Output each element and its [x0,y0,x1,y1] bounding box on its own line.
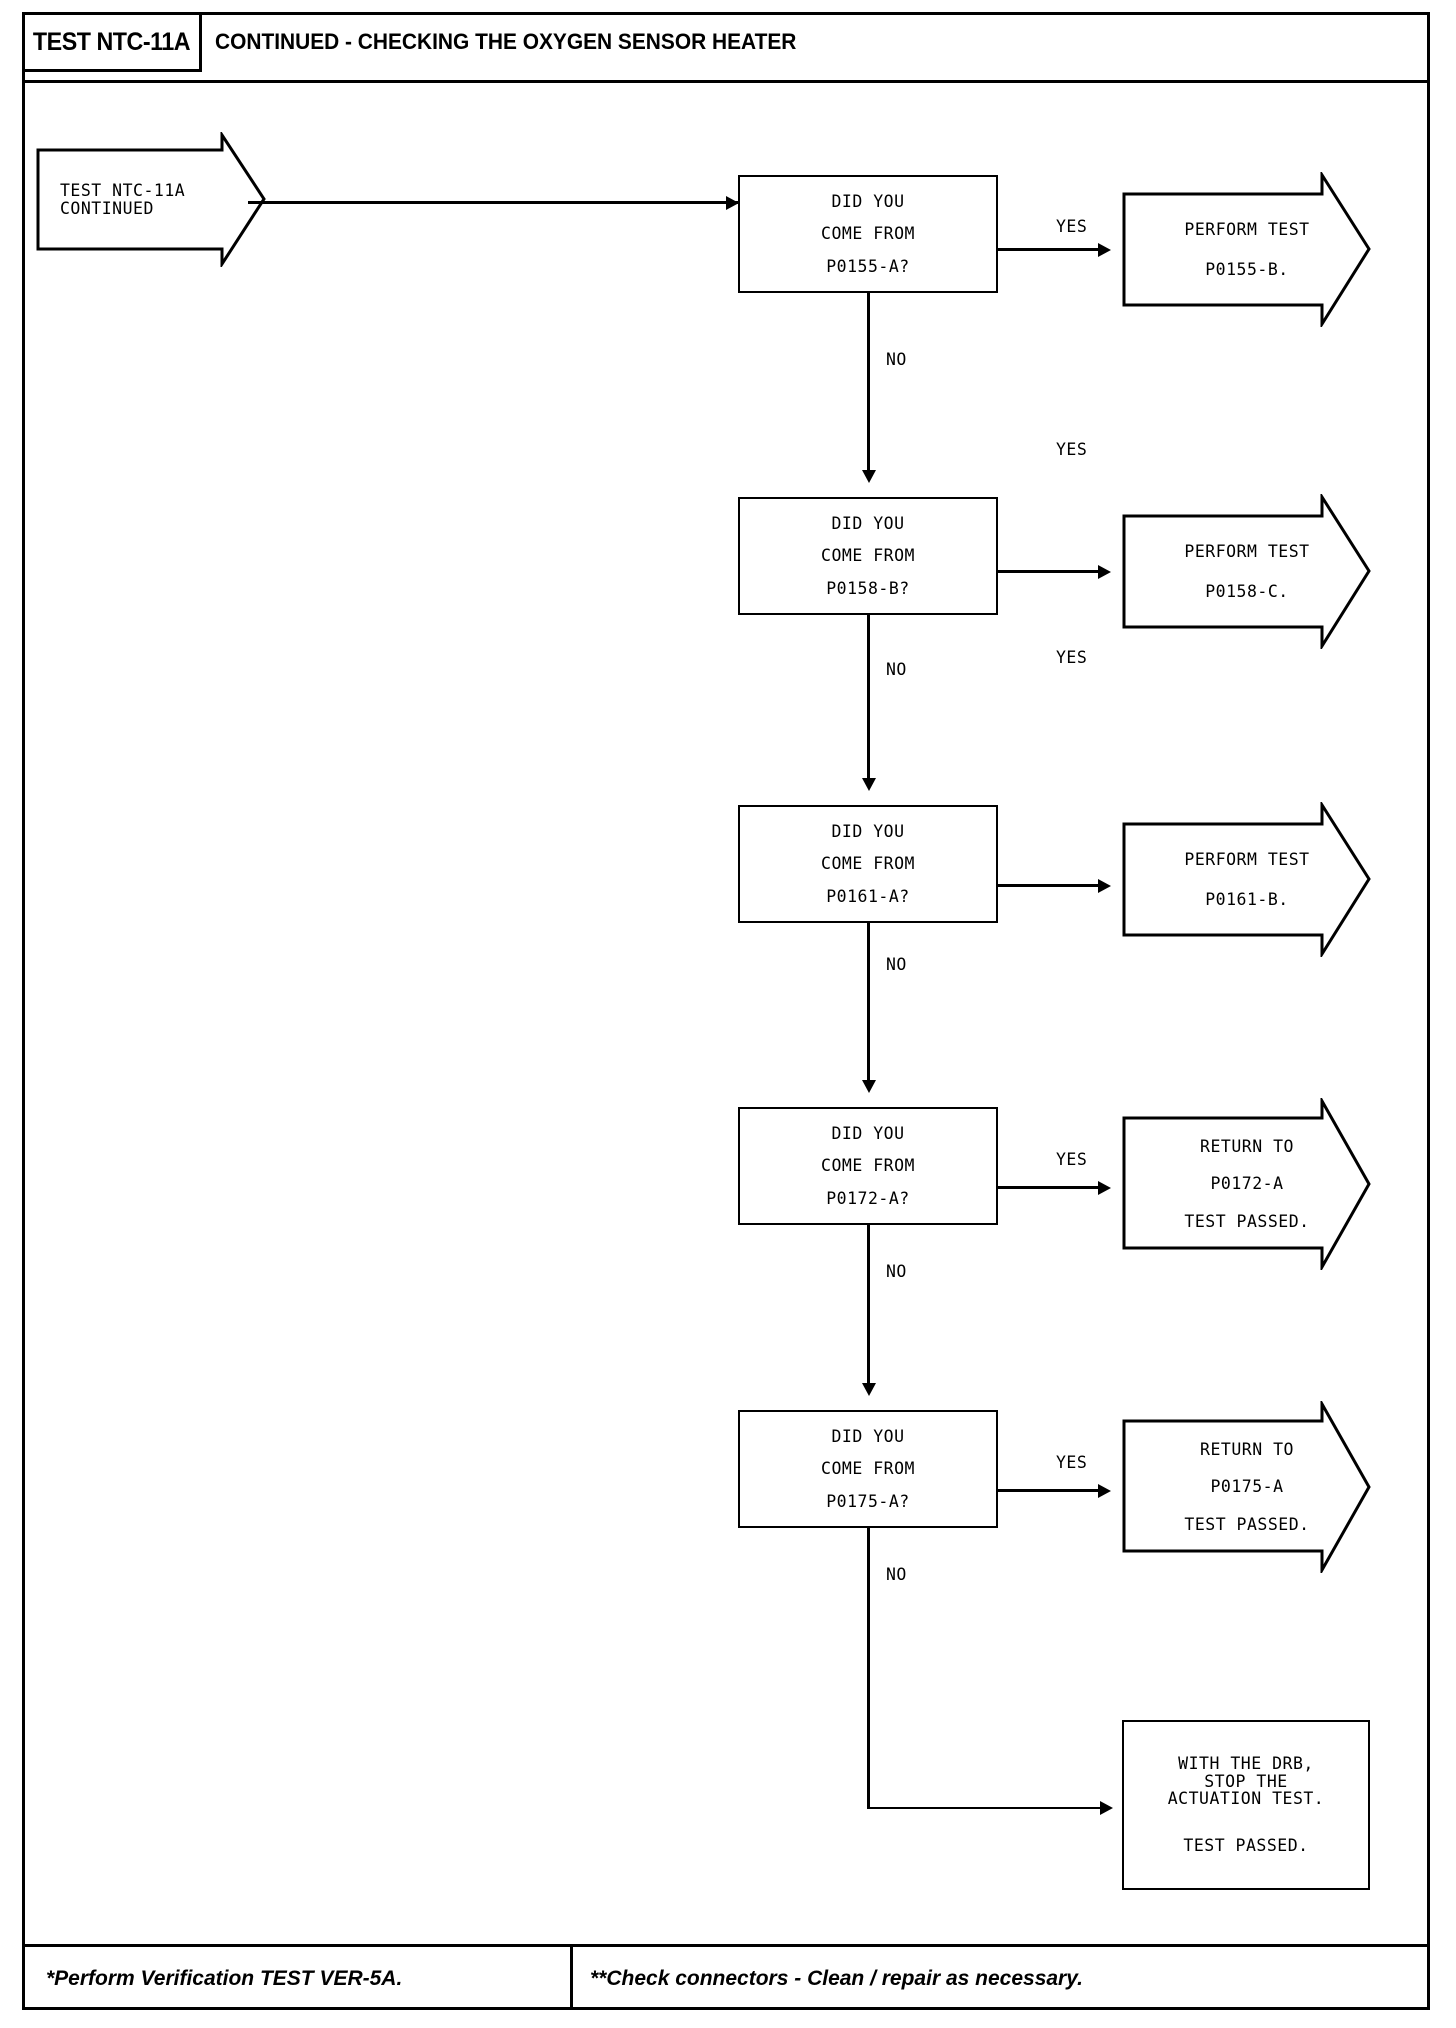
edge-decision-3-yes [998,884,1104,887]
action-box-1: PERFORM TEST P0155-B. [1122,172,1372,327]
decision-1-line3: P0155-A? [826,256,910,276]
action-2-line2: P0158-C. [1205,581,1289,601]
decision-2-line1: DID YOU [831,514,905,534]
action-box-5: RETURN TO P0175-A TEST PASSED. [1122,1401,1372,1573]
action-3-line2: P0161-B. [1205,889,1289,909]
action-box-3: PERFORM TEST P0161-B. [1122,802,1372,957]
action-box-2: PERFORM TEST P0158-C. [1122,494,1372,649]
start-node-shape [36,132,266,267]
terminal-line4: TEST PASSED. [1183,1836,1309,1856]
action-2-line1: PERFORM TEST [1184,542,1310,562]
decision-3-line1: DID YOU [831,822,905,842]
edge-decision-2-no [867,615,870,785]
footer-column-divider [570,1947,573,2010]
footer-left-note: *Perform Verification TEST VER-5A. [46,1966,403,1990]
action-5-line3: TEST PASSED. [1184,1514,1310,1534]
arrowhead-decision-4-no [861,1383,876,1396]
decision-box-5: DID YOU COME FROM P0175-A? [738,1410,998,1528]
edge-start-to-decision-1 [248,201,738,204]
edge-label-no-1: NO [886,350,907,369]
terminal-line3: ACTUATION TEST. [1167,1789,1325,1808]
decision-4-line1: DID YOU [831,1124,905,1144]
arrowhead-decision-5-yes [1098,1483,1111,1498]
header-subtitle: CONTINUED - CHECKING THE OXYGEN SENSOR H… [215,29,797,54]
edge-decision-4-yes [998,1186,1104,1189]
decision-1-line1: DID YOU [831,192,905,212]
edge-decision-3-no [867,923,870,1087]
header-test-id-box: TEST NTC-11A [22,12,202,72]
action-1-line2: P0155-B. [1205,259,1289,279]
arrowhead-start-to-decision-1 [726,195,739,210]
edge-decision-2-yes [998,570,1104,573]
arrowhead-decision-4-yes [1098,1180,1111,1195]
arrowhead-decision-5-no [1100,1801,1113,1815]
decision-5-line2: COME FROM [821,1459,915,1479]
arrowhead-decision-1-no [861,470,876,483]
action-box-4: RETURN TO P0172-A TEST PASSED. [1122,1098,1372,1270]
action-box-4-shape [1122,1098,1371,1270]
edge-label-yes-3: YES [1056,648,1088,667]
action-box-1-shape [1122,172,1371,327]
decision-3-line2: COME FROM [821,854,915,874]
arrowhead-decision-1-yes [1098,242,1111,257]
edge-label-no-4: NO [886,1262,907,1281]
decision-1-line2: COME FROM [821,224,915,244]
action-4-line2: P0172-A [1210,1174,1284,1194]
decision-3-line3: P0161-A? [826,886,910,906]
decision-box-3: DID YOU COME FROM P0161-A? [738,805,998,923]
terminal-line2: STOP THE [1204,1771,1288,1791]
decision-4-line3: P0172-A? [826,1188,910,1208]
edge-label-yes-2: YES [1056,440,1088,459]
edge-decision-1-yes [998,248,1104,251]
action-4-line3: TEST PASSED. [1184,1211,1310,1231]
action-5-line2: P0175-A [1210,1477,1284,1497]
edge-label-yes-4: YES [1056,1150,1088,1169]
terminal-box: WITH THE DRB, STOP THE ACTUATION TEST. T… [1122,1720,1370,1890]
footer-right-note: **Check connectors - Clean / repair as n… [590,1966,1083,1990]
decision-box-2: DID YOU COME FROM P0158-B? [738,497,998,615]
edge-label-yes-1: YES [1056,217,1088,236]
arrowhead-decision-3-yes [1098,878,1111,893]
header-test-id: TEST NTC-11A [33,27,191,56]
decision-2-line3: P0158-B? [826,578,910,598]
action-5-line1: RETURN TO [1200,1440,1294,1460]
edge-decision-1-no [867,293,870,477]
edge-decision-4-no [867,1225,870,1390]
decision-box-1: DID YOU COME FROM P0155-A? [738,175,998,293]
action-box-3-shape [1122,802,1371,957]
decision-4-line2: COME FROM [821,1156,915,1176]
action-3-line1: PERFORM TEST [1184,850,1310,870]
edge-label-no-2: NO [886,660,907,679]
decision-2-line2: COME FROM [821,546,915,566]
decision-5-line1: DID YOU [831,1427,905,1447]
terminal-line1: WITH THE DRB, [1178,1754,1314,1774]
action-1-line1: PERFORM TEST [1184,220,1310,240]
arrowhead-decision-3-no [861,1080,876,1093]
start-node: TEST NTC-11A CONTINUED [36,132,266,267]
footer-divider [22,1944,1430,1947]
edge-label-yes-5: YES [1056,1453,1088,1472]
action-box-5-shape [1122,1401,1371,1573]
page-border [22,12,1430,2010]
start-node-line2: CONTINUED [60,198,154,218]
start-node-line1: TEST NTC-11A [60,181,186,201]
arrowhead-decision-2-no [861,778,876,791]
header-divider [22,80,1430,83]
edge-label-no-3: NO [886,955,907,974]
action-box-2-shape [1122,494,1371,649]
action-4-line1: RETURN TO [1200,1137,1294,1157]
decision-box-4: DID YOU COME FROM P0172-A? [738,1107,998,1225]
decision-5-line3: P0175-A? [826,1491,910,1511]
edge-decision-5-no-horizontal [867,1806,1110,1809]
edge-decision-5-no-vertical [867,1528,870,1809]
edge-label-no-5: NO [886,1565,907,1584]
edge-decision-5-yes [998,1489,1104,1492]
arrowhead-decision-2-yes [1098,564,1111,579]
